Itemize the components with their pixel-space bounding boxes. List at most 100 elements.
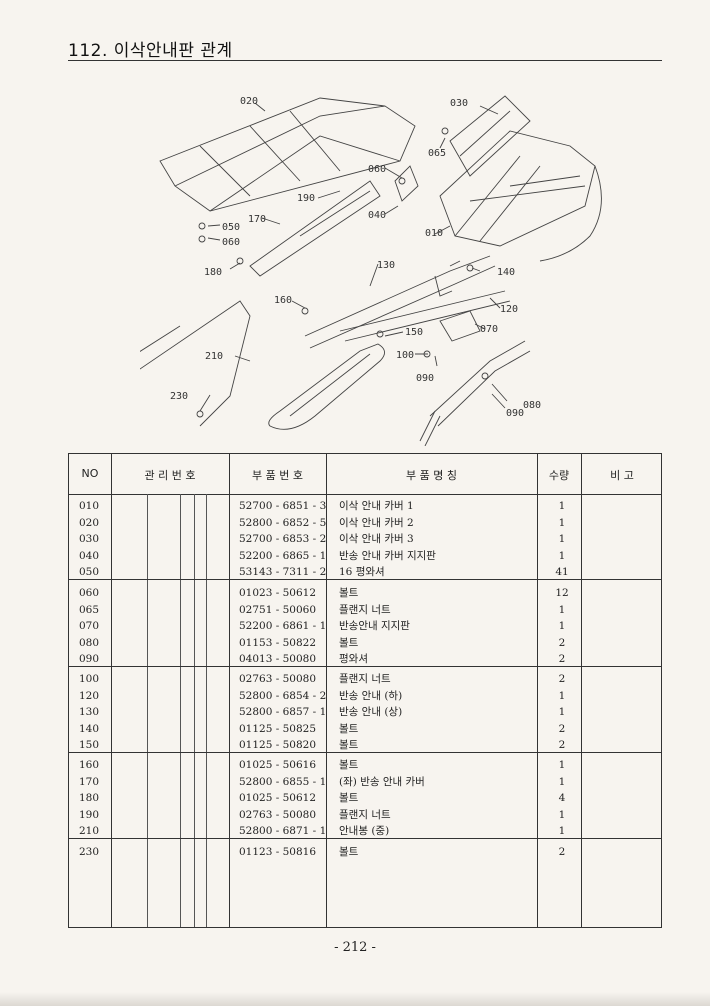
- col-divider: [326, 454, 327, 927]
- cell-part-name: 평와셔: [339, 653, 368, 665]
- svg-text:090: 090: [416, 373, 434, 384]
- svg-text:130: 130: [377, 260, 395, 271]
- cell-qty: 2: [558, 846, 566, 858]
- cell-no: 210: [79, 825, 100, 837]
- svg-text:170: 170: [248, 214, 266, 225]
- cell-no: 140: [79, 722, 100, 735]
- cell-qty: 1: [558, 759, 566, 771]
- svg-text:230: 230: [170, 391, 188, 402]
- cell-no: 010: [79, 500, 100, 512]
- cell-part-name: 플랜지 너트: [339, 603, 391, 616]
- cell-no: 130: [79, 706, 100, 718]
- cell-part-no: 52200 - 6861 - 1: [239, 620, 327, 632]
- cell-part-name: 반송 안내 (상): [339, 706, 403, 718]
- cell-part-no: 52800 - 6854 - 2: [239, 689, 327, 702]
- cell-no: 060: [79, 587, 100, 599]
- cell-no: 090: [79, 653, 100, 665]
- scan-edge: [0, 992, 710, 1006]
- svg-text:140: 140: [497, 267, 515, 278]
- cell-part-no: 52800 - 6857 - 1: [239, 706, 327, 718]
- cell-part-no: 52700 - 6851 - 3: [239, 500, 327, 512]
- cell-no: 080: [79, 636, 100, 649]
- cell-qty: 2: [558, 739, 566, 751]
- cell-part-no: 02763 - 50080: [239, 808, 317, 821]
- svg-text:040: 040: [368, 210, 386, 221]
- cell-no: 070: [79, 620, 100, 632]
- group-divider: [69, 579, 661, 580]
- header-management-no: 관 리 번 호: [144, 469, 196, 482]
- cell-part-name: 볼트: [339, 759, 359, 771]
- cell-part-no: 52800 - 6871 - 1: [239, 825, 327, 837]
- cell-qty: 1: [558, 516, 566, 529]
- cell-qty: 1: [558, 808, 566, 821]
- cell-part-name: 볼트: [339, 792, 359, 804]
- cell-qty: 41: [555, 566, 569, 578]
- svg-text:160: 160: [274, 295, 292, 306]
- cell-part-no: 01025 - 50612: [239, 792, 317, 804]
- group-divider: [69, 666, 661, 667]
- subcol-divider: [206, 494, 207, 927]
- header-remarks: 비 고: [610, 469, 634, 482]
- cell-no: 190: [79, 808, 100, 821]
- svg-text:180: 180: [204, 267, 222, 278]
- subcol-divider: [194, 494, 195, 927]
- title-divider: [68, 60, 662, 61]
- cell-part-no: 52800 - 6855 - 1: [239, 775, 327, 788]
- cell-part-no: 02751 - 50060: [239, 603, 317, 616]
- svg-text:060: 060: [368, 164, 386, 175]
- page-number: - 212 -: [334, 940, 376, 955]
- group-divider: [69, 838, 661, 839]
- svg-text:050: 050: [222, 222, 240, 233]
- cell-part-name: 볼트: [339, 587, 359, 599]
- svg-text:210: 210: [205, 351, 223, 362]
- cell-part-no: 01125 - 50820: [239, 739, 317, 751]
- header-qty: 수량: [548, 469, 570, 482]
- cell-part-no: 52700 - 6853 - 2: [239, 533, 327, 545]
- cell-part-name: 플랜지 너트: [339, 673, 391, 685]
- cell-part-name: 볼트: [339, 636, 359, 649]
- svg-text:020: 020: [240, 96, 258, 107]
- svg-text:060: 060: [222, 237, 240, 248]
- cell-no: 050: [79, 566, 100, 578]
- cell-part-name: 반송 안내 (하): [339, 689, 403, 702]
- svg-text:065: 065: [428, 148, 446, 159]
- cell-part-name: 볼트: [339, 722, 359, 735]
- cell-part-no: 01125 - 50825: [239, 722, 317, 735]
- subcol-divider: [180, 494, 181, 927]
- cell-part-name: 반송 안내 카버 지지판: [339, 549, 436, 562]
- header-part-name: 부 품 명 칭: [406, 469, 457, 482]
- col-divider: [537, 454, 538, 927]
- cell-part-name: 이삭 안내 카버 3: [339, 533, 414, 545]
- cell-no: 065: [79, 603, 100, 616]
- exploded-view-drawing: 020 030 065 060 190 040 170 010 050 060 …: [114, 95, 602, 447]
- cell-part-no: 01153 - 50822: [239, 636, 317, 649]
- cell-no: 180: [79, 792, 100, 804]
- header-part-no: 부 품 번 호: [252, 469, 303, 482]
- parts-diagram: 020 030 065 060 190 040 170 010 050 060 …: [114, 86, 620, 447]
- group-divider: [69, 752, 661, 753]
- cell-part-name: 이삭 안내 카버 2: [339, 516, 414, 529]
- cell-part-no: 52800 - 6852 - 5: [239, 516, 327, 529]
- page-title: 112. 이삭안내판 관계: [68, 41, 233, 61]
- cell-part-no: 01123 - 50816: [239, 846, 317, 858]
- cell-no: 020: [79, 516, 100, 529]
- cell-qty: 4: [558, 792, 566, 804]
- table-header: NO 관 리 번 호 부 품 번 호 부 품 명 칭 수량 비 고: [69, 454, 661, 495]
- diagram-callouts: 020 030 065 060 190 040 170 010 050 060 …: [170, 96, 541, 419]
- cell-qty: 12: [555, 587, 569, 599]
- cell-no: 040: [79, 549, 100, 562]
- cell-part-no: 52200 - 6865 - 1: [239, 549, 327, 562]
- cell-qty: 2: [558, 722, 566, 735]
- subcol-divider: [147, 494, 148, 927]
- cell-qty: 1: [558, 603, 566, 616]
- svg-text:090: 090: [506, 408, 524, 419]
- cell-part-no: 01025 - 50616: [239, 759, 317, 771]
- cell-qty: 2: [558, 673, 566, 685]
- cell-no: 030: [79, 533, 100, 545]
- cell-part-no: 04013 - 50080: [239, 653, 317, 665]
- cell-part-no: 02763 - 50080: [239, 673, 317, 685]
- svg-text:100: 100: [396, 350, 414, 361]
- svg-text:190: 190: [297, 193, 315, 204]
- svg-text:150: 150: [405, 327, 423, 338]
- cell-qty: 2: [558, 636, 566, 649]
